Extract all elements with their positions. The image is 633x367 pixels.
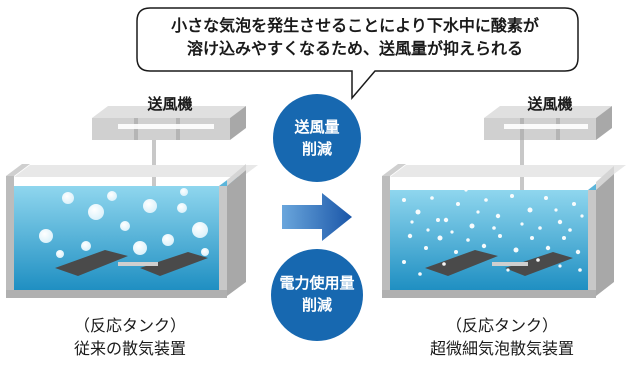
left-caption: （反応タンク） 従来の散気装置 [0,314,260,360]
right-blower-label: 送風機 [527,95,573,113]
right-caption-line1: （反応タンク） [445,316,558,335]
speech-bubble-line2: 溶け込みやすくなるため、送風量が抑えられる [186,39,523,58]
right-caption: （反応タンク） 超微細気泡散気装置 [372,314,632,360]
left-blower [92,106,246,140]
power-reduction-line1: 電力使用量 [279,274,355,292]
power-reduction-badge [271,249,363,341]
large-bubbles [39,188,209,258]
power-reduction-line2: 削減 [301,296,332,314]
fine-bubbles [402,188,584,276]
left-tank [6,106,258,298]
right-caption-line2: 超微細気泡散気装置 [429,339,574,358]
transition-arrow [282,193,352,241]
air-reduction-line1: 送風量 [294,118,340,136]
speech-bubble-text: 小さな気泡を発生させることにより下水中に酸素が 溶け込みやすくなるため、送風量が… [140,14,570,60]
air-reduction-line2: 削減 [301,140,332,158]
power-reduction-label: 電力使用量 削減 [262,272,372,316]
speech-bubble-line1: 小さな気泡を発生させることにより下水中に酸素が [171,16,539,35]
right-tank [382,106,626,298]
left-caption-line1: （反応タンク） [73,316,186,335]
air-reduction-label: 送風量 削減 [262,116,372,160]
air-reduction-badge [273,94,361,182]
left-blower-label: 送風機 [147,95,193,113]
right-blower [484,106,612,140]
left-caption-line2: 従来の散気装置 [73,339,186,358]
speech-bubble [136,7,579,101]
